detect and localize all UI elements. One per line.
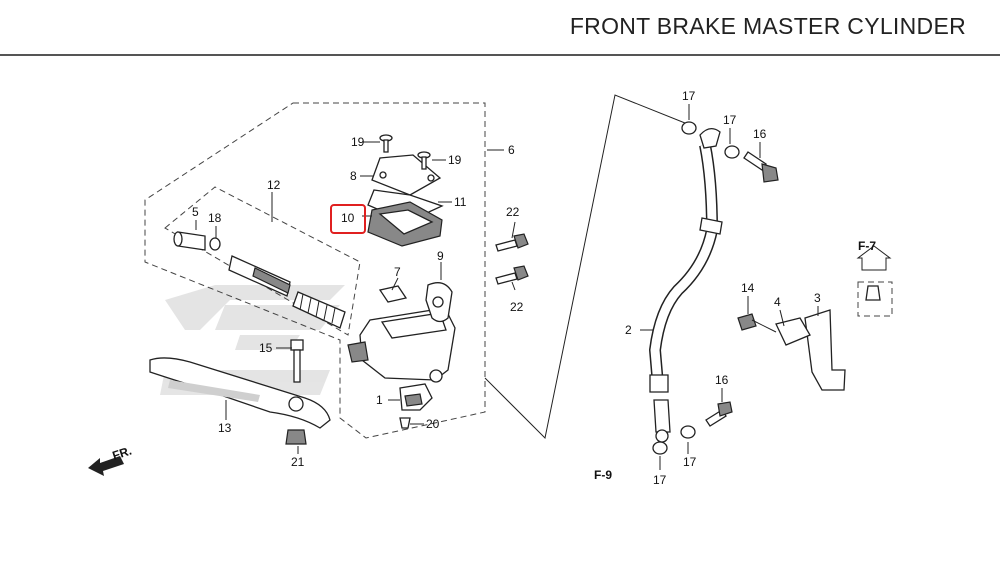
ref-fr: FR. [111, 444, 134, 463]
label-5: 5 [192, 205, 199, 219]
washers-17 [652, 121, 740, 455]
master-cylinder-boundary [144, 102, 486, 439]
label-16a: 16 [753, 127, 767, 141]
bolts-22 [495, 233, 529, 285]
brake-hose-2 [648, 128, 723, 443]
label-19a: 19 [351, 135, 365, 149]
stop-switch-1 [399, 383, 433, 429]
ref-f7: F-7 [858, 239, 876, 253]
page-title: FRONT BRAKE MASTER CYLINDER [569, 13, 966, 39]
label-9: 9 [437, 249, 444, 263]
bolt-15 [290, 339, 304, 383]
label-17a: 17 [682, 89, 696, 103]
label-17b: 17 [723, 113, 737, 127]
label-22b: 22 [510, 300, 524, 314]
label-7: 7 [394, 265, 401, 279]
label-17d: 17 [653, 473, 667, 487]
label-2: 2 [625, 323, 632, 337]
piston-set-boundary [164, 186, 361, 336]
highlight-box[interactable] [330, 204, 366, 234]
hose-bracket [737, 309, 846, 391]
label-10: 10 [341, 211, 355, 225]
bolts-16 [705, 151, 779, 427]
brake-lever [149, 357, 331, 429]
label-1: 1 [376, 393, 383, 407]
label-15: 15 [259, 341, 273, 355]
hose-connector-line [484, 94, 691, 440]
label-8: 8 [350, 169, 357, 183]
reservoir-cap [367, 154, 444, 247]
piston-assembly [173, 231, 346, 329]
label-13: 13 [218, 421, 232, 435]
label-12: 12 [267, 178, 281, 192]
label-16b: 16 [715, 373, 729, 387]
label-22a: 22 [506, 205, 520, 219]
label-3: 3 [814, 291, 821, 305]
label-14: 14 [741, 281, 755, 295]
callout-leaders [195, 104, 819, 470]
ref-f9: F-9 [594, 468, 612, 482]
label-4: 4 [774, 295, 781, 309]
label-6: 6 [508, 143, 515, 157]
label-21: 21 [291, 455, 305, 469]
holder-9 [425, 282, 453, 323]
front-arrow-icon [88, 456, 124, 476]
label-11: 11 [454, 195, 467, 209]
f7-reference [856, 245, 893, 317]
label-18: 18 [208, 211, 222, 225]
nut-21 [285, 429, 307, 445]
title-divider [0, 54, 1000, 56]
screws-19 [379, 134, 431, 170]
label-19b: 19 [448, 153, 462, 167]
master-cylinder-body [347, 285, 456, 383]
label-17c: 17 [683, 455, 697, 469]
label-20: 20 [426, 417, 440, 431]
